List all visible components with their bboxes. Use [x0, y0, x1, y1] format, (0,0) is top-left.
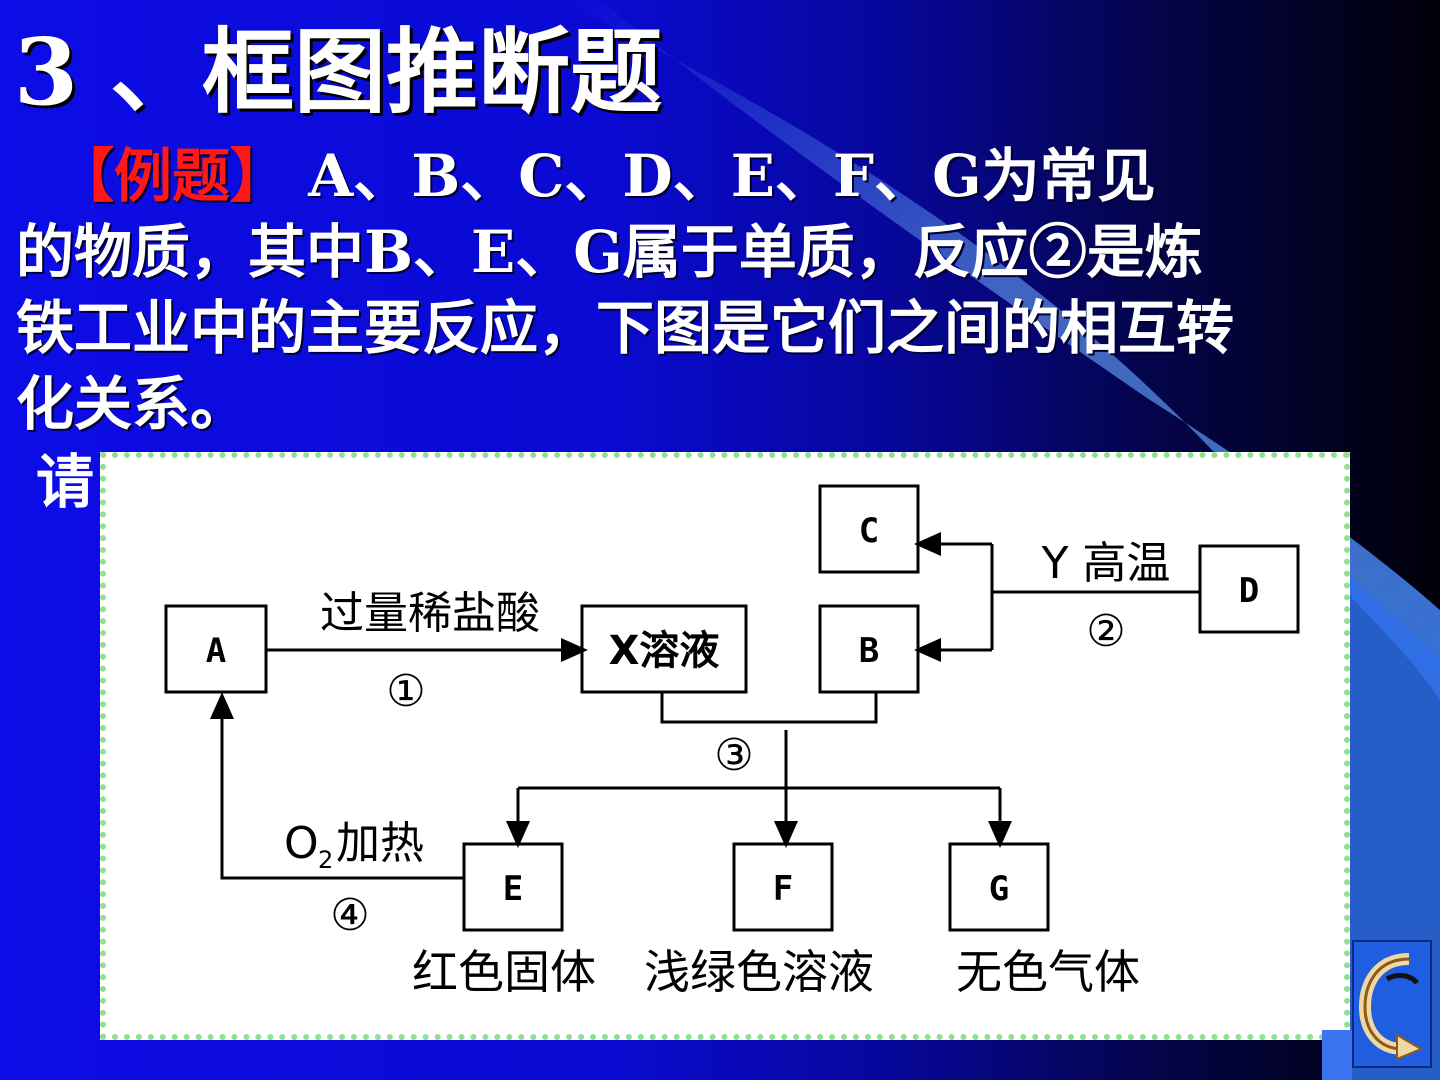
reaction-4-condition: O 2 加热 — [284, 818, 424, 874]
reaction-flow-diagram: A X溶液 B C D E F G 过量稀盐酸 ① Y 高温 ② ③ ④ O 2… — [100, 452, 1350, 1040]
node-d-label: D — [1239, 571, 1259, 611]
reaction-2-condition: Y 高温 — [1041, 538, 1171, 589]
node-e-label: E — [503, 869, 523, 909]
desc-f: 浅绿色溶液 — [644, 945, 874, 999]
return-button[interactable] — [1352, 940, 1432, 1068]
reaction-2-number: ② — [1086, 606, 1125, 657]
svg-text:加热: 加热 — [336, 818, 424, 869]
line-x-b-join — [660, 692, 878, 724]
desc-e: 红色固体 — [412, 945, 596, 999]
svg-text:O: O — [284, 818, 319, 869]
problem-line-1: 【例题】 A、B、C、D、E、F、G为常见 — [56, 142, 1156, 210]
node-c-box — [818, 484, 920, 574]
node-a-label: A — [206, 631, 226, 671]
arrow-e-to-a — [210, 692, 464, 880]
problem-line-3: 铁工业中的主要反应，下图是它们之间的相互转 — [16, 294, 1235, 362]
node-b-label: B — [859, 631, 879, 671]
node-d-box — [1198, 544, 1300, 634]
node-x-label: X溶液 — [609, 628, 720, 674]
svg-text:2: 2 — [318, 846, 333, 874]
node-c-label: C — [859, 511, 879, 551]
node-g-label: G — [989, 869, 1009, 909]
return-arrow-icon — [1358, 953, 1424, 1059]
node-f-label: F — [773, 869, 793, 909]
reaction-1-number: ① — [386, 666, 425, 717]
nav-strip — [1322, 1030, 1352, 1080]
problem-line-2: 的物质，其中B、E、G属于单质，反应②是炼 — [16, 218, 1203, 286]
desc-g: 无色气体 — [956, 945, 1140, 999]
reaction-3-number: ③ — [714, 730, 753, 781]
reaction-4-number: ④ — [330, 890, 369, 941]
example-tag: 【例题】 — [56, 142, 289, 210]
problem-line-4: 化关系。 — [16, 370, 249, 438]
question-text: 请 — [36, 448, 95, 516]
problem-text: 【例题】 A、B、C、D、E、F、G为常见 的物质，其中B、E、G属于单质，反应… — [16, 138, 1396, 442]
slide-title: 3 、框图推断题 — [14, 18, 663, 126]
diagram-canvas: A X溶液 B C D E F G 过量稀盐酸 ① Y 高温 ② ③ ④ O 2… — [164, 484, 1300, 999]
reaction-1-condition: 过量稀盐酸 — [320, 588, 540, 639]
